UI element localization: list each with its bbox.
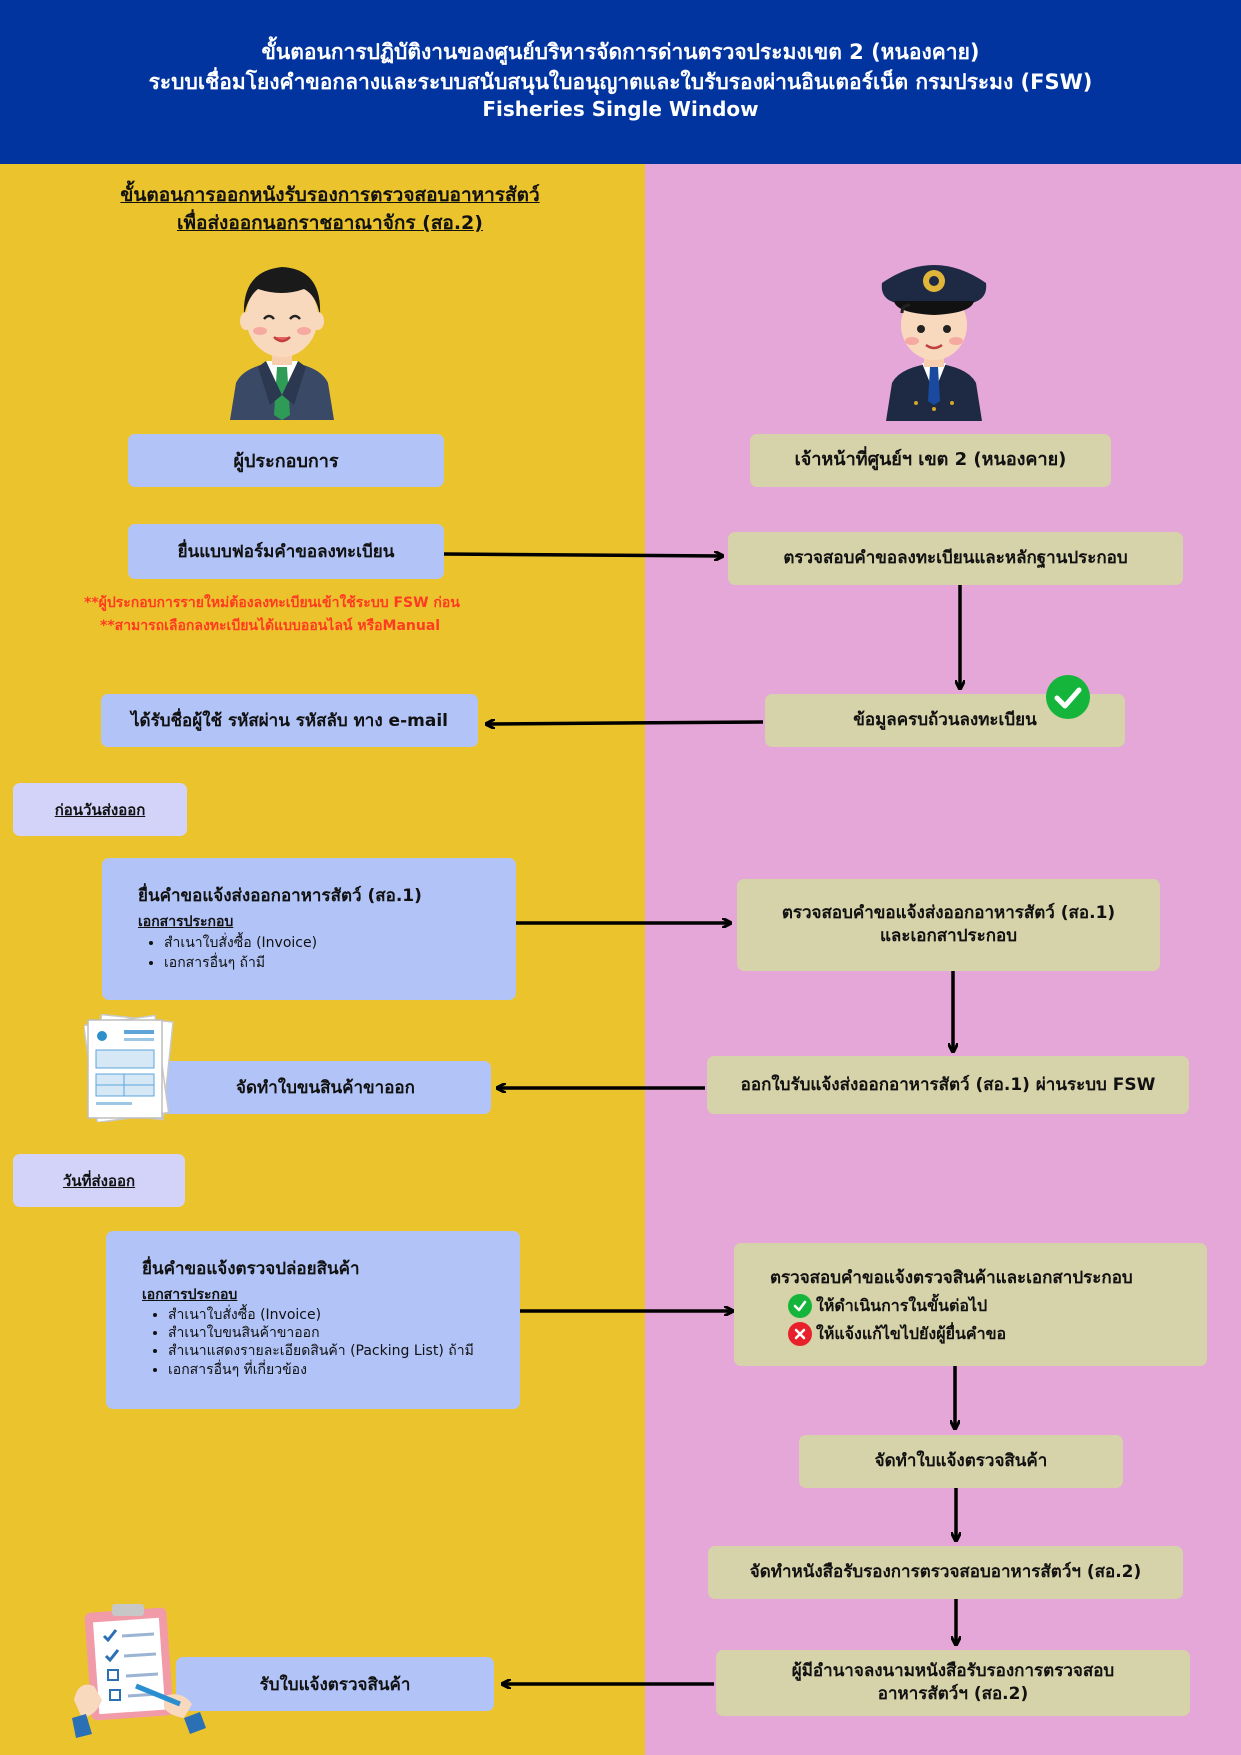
document-icon bbox=[82, 1013, 176, 1124]
receive-credentials-step: ได้รับชื่อผู้ใช้ รหัสผ่าน รหัสลับ ทาง e-… bbox=[101, 694, 478, 747]
check-release-ok-text: ให้ดำเนินการในขั้นต่อไป bbox=[816, 1296, 988, 1316]
operator-label: ผู้ประกอบการ bbox=[128, 434, 444, 487]
list-item: เอกสารอื่นๆ ที่เกี่ยวข้อง bbox=[168, 1361, 484, 1379]
prepare-inspection-step: จัดทำใบแจ้งตรวจสินค้า bbox=[799, 1435, 1123, 1488]
list-item: สำเนาใบขนสินค้าขาออก bbox=[168, 1324, 484, 1342]
arrow-submit-to-check bbox=[443, 554, 722, 556]
check-release-ok-row: ให้ดำเนินการในขั้นต่อไป bbox=[788, 1293, 1187, 1318]
checkmark-icon bbox=[1046, 675, 1090, 719]
export-request-title: ยื่นคำขอแจ้งส่งออกอาหารสัตว์ (สอ.1) bbox=[138, 886, 422, 906]
process-title-line2: เพื่อส่งออกนอกราชอาณาจักร (สอ.2) bbox=[177, 212, 483, 234]
officer-label: เจ้าหน้าที่ศูนย์ฯ เขต 2 (หนองคาย) bbox=[750, 434, 1111, 487]
checkmark-icon bbox=[788, 1293, 812, 1318]
page-header: ขั้นตอนการปฏิบัติงานของศูนย์บริหารจัดการ… bbox=[0, 0, 1241, 164]
officer-icon bbox=[876, 253, 992, 421]
release-request-step: ยื่นคำขอแจ้งตรวจปล่อยสินค้า เอกสารประกอบ… bbox=[106, 1231, 520, 1409]
list-item: สำเนาใบสั่งซื้อ (Invoice) bbox=[168, 1306, 484, 1324]
list-item: สำเนาแสดงรายละเอียดสินค้า (Packing List)… bbox=[168, 1342, 484, 1360]
prepare-export-bill-step: จัดทำใบขนสินค้าขาออก bbox=[160, 1061, 491, 1114]
before-export-day-label: ก่อนวันส่งออก bbox=[13, 783, 187, 836]
list-item: เอกสารอื่นๆ ถ้ามี bbox=[164, 953, 480, 973]
check-export-request-step: ตรวจสอบคำขอแจ้งส่งออกอาหารสัตว์ (สอ.1) แ… bbox=[737, 879, 1160, 971]
check-registration-step: ตรวจสอบคำขอลงทะเบียนและหลักฐานประกอบ bbox=[728, 532, 1183, 585]
new-operator-note: **ผู้ประกอบการรายใหม่ต้องลงทะเบียนเข้าใช… bbox=[84, 595, 460, 611]
header-subtitle: ระบบเชื่อมโยงคำขอกลางและระบบสนับสนุนใบอน… bbox=[148, 70, 1093, 94]
process-title-line1: ขั้นตอนการออกหนังรับรองการตรวจสอบอาหารสั… bbox=[120, 184, 540, 206]
sign-certificate-line1: ผู้มีอำนาจลงนามหนังสือรับรองการตรวจสอบ bbox=[791, 1661, 1115, 1682]
submit-registration-step: ยื่นแบบฟอร์มคำขอลงทะเบียน bbox=[128, 524, 444, 579]
release-request-docs-label: เอกสารประกอบ bbox=[142, 1287, 238, 1303]
release-request-title: ยื่นคำขอแจ้งตรวจปล่อยสินค้า bbox=[142, 1259, 360, 1279]
check-release-title: ตรวจสอบคำขอแจ้งตรวจสินค้าและเอกสาประกอบ bbox=[770, 1268, 1133, 1288]
sign-certificate-line2: อาหารสัตว์ฯ (สอ.2) bbox=[877, 1684, 1029, 1704]
check-release-no-row: ให้แจ้งแก้ไขไปยังผู้ยื่นคำขอ bbox=[788, 1321, 1187, 1346]
release-request-docs-list: สำเนาใบสั่งซื้อ (Invoice) สำเนาใบขนสินค้… bbox=[168, 1306, 484, 1379]
export-request-step: ยื่นคำขอแจ้งส่งออกอาหารสัตว์ (สอ.1) เอกส… bbox=[102, 858, 516, 1000]
export-day-label: วันที่ส่งออก bbox=[13, 1154, 185, 1207]
businessman-icon bbox=[222, 255, 342, 420]
check-export-request-line2: และเอกสาประกอบ bbox=[879, 926, 1018, 946]
arrow-complete-to-credentials bbox=[487, 722, 764, 724]
cross-icon bbox=[788, 1321, 812, 1346]
check-release-step: ตรวจสอบคำขอแจ้งตรวจสินค้าและเอกสาประกอบ … bbox=[734, 1243, 1207, 1366]
receive-inspection-step: รับใบแจ้งตรวจสินค้า bbox=[176, 1657, 494, 1711]
registration-method-note: **สามารถเลือกลงทะเบียนได้แบบออนไลน์ หรือ… bbox=[100, 618, 441, 634]
issue-receipt-step: ออกใบรับแจ้งส่งออกอาหารสัตว์ (สอ.1) ผ่าน… bbox=[707, 1056, 1189, 1114]
export-request-docs-list: สำเนาใบสั่งซื้อ (Invoice) เอกสารอื่นๆ ถ้… bbox=[164, 933, 480, 974]
header-system-name: Fisheries Single Window bbox=[482, 97, 759, 121]
check-export-request-line1: ตรวจสอบคำขอแจ้งส่งออกอาหารสัตว์ (สอ.1) bbox=[781, 903, 1116, 924]
clipboard-icon bbox=[72, 1600, 212, 1740]
sign-certificate-step: ผู้มีอำนาจลงนามหนังสือรับรองการตรวจสอบ อ… bbox=[716, 1650, 1190, 1716]
export-request-docs-label: เอกสารประกอบ bbox=[138, 914, 234, 930]
header-title: ขั้นตอนการปฏิบัติงานของศูนย์บริหารจัดการ… bbox=[261, 40, 980, 64]
prepare-certificate-step: จัดทำหนังสือรับรองการตรวจสอบอาหารสัตว์ฯ … bbox=[708, 1546, 1183, 1599]
list-item: สำเนาใบสั่งซื้อ (Invoice) bbox=[164, 933, 480, 953]
check-release-no-text: ให้แจ้งแก้ไขไปยังผู้ยื่นคำขอ bbox=[816, 1324, 1007, 1344]
